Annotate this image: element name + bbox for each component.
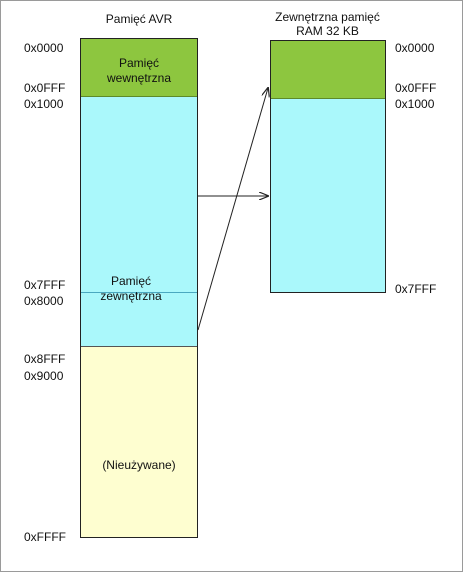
internal-memory-label-2: wewnętrzna [106,71,172,85]
external-memory-label-1: Pamięć [110,274,151,288]
left-address-0x0fff: 0x0FFF [24,81,66,95]
right-address-0x0fff: 0x0FFF [395,81,437,95]
internal-memory-label-1: Pamięć [118,56,159,70]
unused-memory-segment [81,347,197,537]
external-memory-segment [81,97,197,347]
right-address-0x7fff: 0x7FFF [395,282,437,296]
right-address-0x1000: 0x1000 [395,97,435,111]
right-block-title-1: Zewnętrzna pamięć [275,10,380,24]
external-ram-block [270,40,386,293]
right-block-title-2: RAM 32 KB [296,24,359,38]
left-address-0xffff: 0xFFFF [24,530,66,544]
external-memory-label-2: zewnętrzna [100,289,162,303]
right-address-0x0000: 0x0000 [395,41,435,55]
left-address-0x9000: 0x9000 [24,369,64,383]
left-address-0x7fff: 0x7FFF [24,278,66,292]
internal-memory-segment [81,39,197,97]
avr-memory-block [80,38,198,538]
left-address-0x1000: 0x1000 [24,97,64,111]
left-address-0x0000: 0x0000 [24,41,64,55]
left-address-0x8fff: 0x8FFF [24,352,66,366]
arrow-to-ram-top [197,88,268,331]
left-address-0x8000: 0x8000 [24,294,64,308]
left-block-title: Pamięć AVR [105,12,173,26]
ram-internal-overlap-segment [271,41,385,99]
unused-memory-label: (Nieużywane) [102,458,176,472]
external-memory-divider [81,292,197,293]
ram-usable-segment [271,99,385,292]
